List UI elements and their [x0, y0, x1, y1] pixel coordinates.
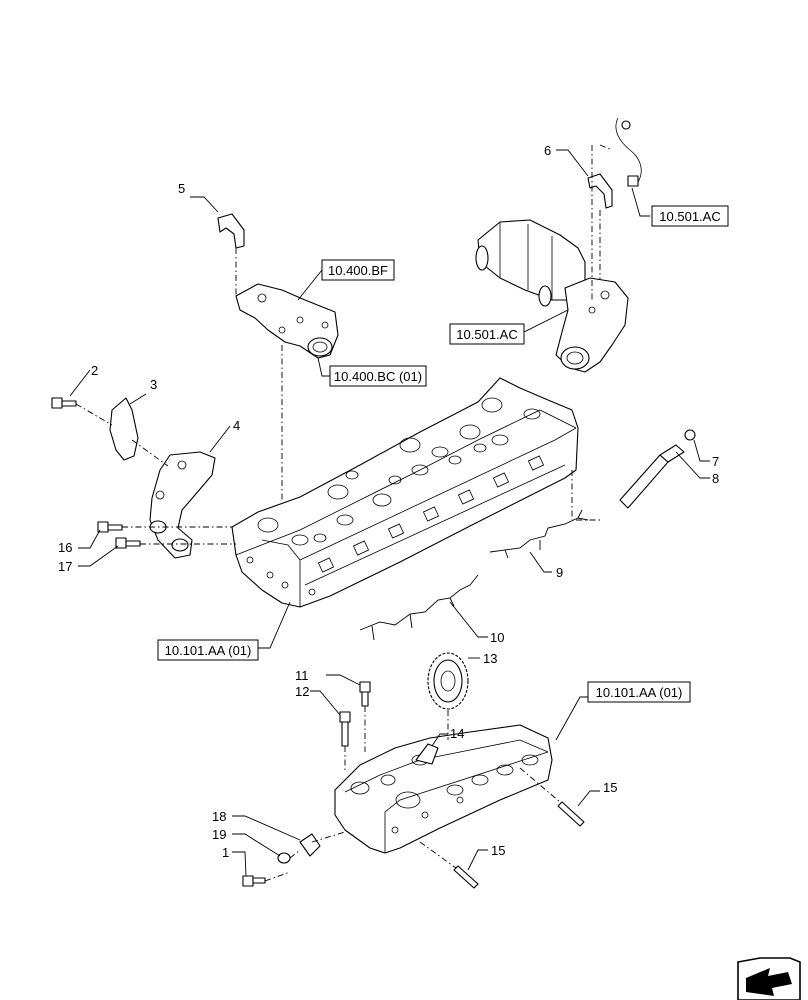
callout-19: 19 [212, 827, 226, 842]
callout-2: 2 [91, 363, 98, 378]
assembly-lines [75, 144, 613, 882]
callout-12: 12 [295, 684, 309, 699]
callout-7: 7 [712, 454, 719, 469]
callout-11: 11 [295, 668, 309, 683]
cylinder-head-lower [334, 724, 553, 854]
callout-8: 8 [712, 471, 719, 486]
plate-3 [109, 397, 139, 461]
bolt-1 [242, 875, 266, 887]
washer-19 [277, 852, 291, 864]
callout-15a: 15 [603, 780, 617, 795]
callout-18: 17 [58, 559, 72, 574]
bolt-12 [339, 711, 351, 747]
callout-10: 10 [490, 630, 504, 645]
callout-numbers: 5 6 2 3 4 7 8 16 17 9 10 13 11 12 14 15 … [58, 143, 719, 860]
arrow-icon[interactable] [737, 957, 801, 1000]
ref-10-101-aa-upper[interactable]: 10.101.AA (01) [165, 643, 252, 658]
callout-16: 18 [212, 809, 226, 824]
bolt-2 [51, 397, 77, 409]
stud-15a [557, 801, 585, 827]
ref-10-501-ac-top[interactable]: 10.501.AC [659, 209, 720, 224]
spacer-16 [299, 833, 321, 857]
stud-15b [453, 865, 479, 889]
bolt-17 [97, 521, 123, 533]
bolt-11 [359, 681, 371, 707]
callout-14: 14 [450, 726, 464, 741]
ref-10-400-bc[interactable]: 10.400.BC (01) [334, 369, 422, 384]
reference-boxes: 10.400.BF 10.400.BC (01) 10.501.AC 10.50… [157, 205, 729, 703]
callout-15b: 15 [491, 843, 505, 858]
callout-4: 4 [233, 418, 240, 433]
harness-9 [489, 509, 589, 559]
callout-17: 16 [58, 540, 72, 555]
ref-10-400-bf[interactable]: 10.400.BF [328, 263, 388, 278]
bolt-18 [115, 537, 141, 549]
callout-9: 9 [556, 565, 563, 580]
egr-cooler [475, 219, 586, 307]
cylinder-head-upper [231, 377, 579, 608]
callout-5: 5 [178, 181, 185, 196]
gear-13 [427, 652, 469, 710]
cap-14 [415, 743, 439, 765]
callout-1: 1 [222, 845, 229, 860]
exhaust-manifold-bracket [235, 283, 339, 359]
sensor-harness [615, 117, 642, 187]
ref-10-501-ac-mid[interactable]: 10.501.AC [456, 327, 517, 342]
harness-10 [359, 574, 479, 641]
leader-lines [69, 149, 710, 877]
exhaust-elbow [555, 277, 629, 373]
glow-plug-8 [619, 454, 669, 509]
nut-7 [684, 429, 696, 441]
bracket-5 [217, 213, 245, 249]
callout-3: 3 [150, 377, 157, 392]
ref-10-101-aa-lower[interactable]: 10.101.AA (01) [596, 685, 683, 700]
callout-6: 6 [544, 143, 551, 158]
callout-13: 13 [483, 651, 497, 666]
